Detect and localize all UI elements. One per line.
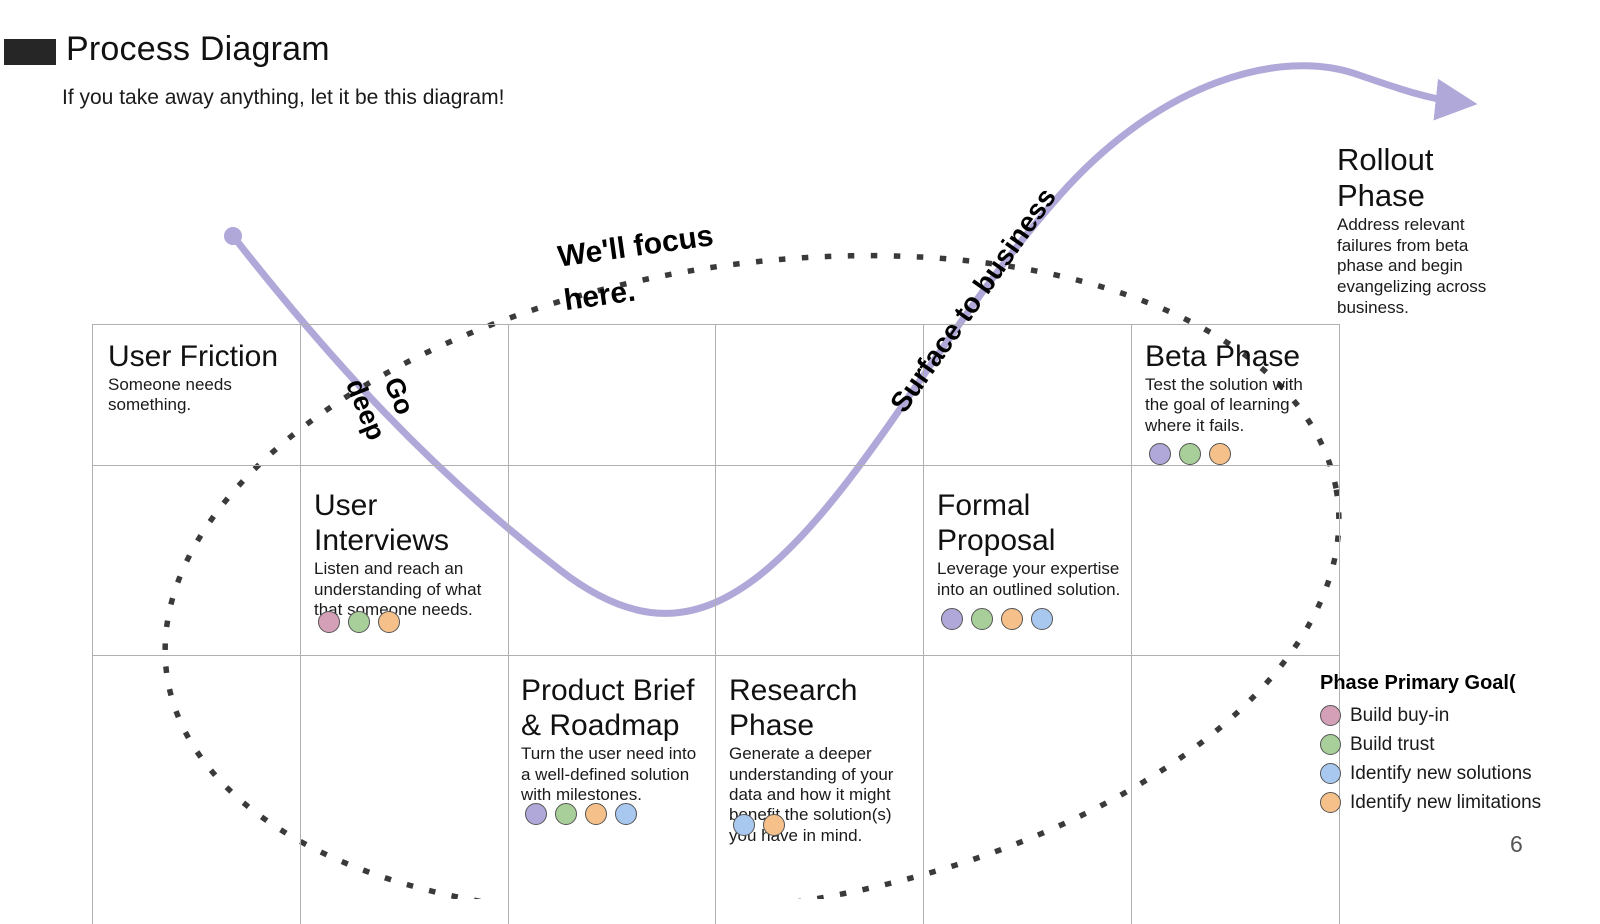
goal-dot-purple	[525, 803, 547, 825]
goal-dot-new-solutions	[615, 803, 637, 825]
goal-dot-purple	[1149, 443, 1171, 465]
legend-label: Identify new limitations	[1350, 791, 1542, 813]
phase-title: Rollout Phase	[1337, 142, 1434, 213]
legend-label: Identify new solutions	[1350, 762, 1532, 784]
goal-dot-purple	[941, 608, 963, 630]
goal-dot-build-trust	[555, 803, 577, 825]
goal-dot-build-trust	[348, 611, 370, 633]
phase-cell-formal-proposal[interactable]: Formal Proposal Leverage your expertise …	[937, 488, 1122, 630]
legend-phase-primary-goals: Phase Primary Goal( Build buy-in Build t…	[1320, 672, 1600, 817]
goal-dot-new-limitations	[1209, 443, 1231, 465]
goal-dot-build-buyin	[318, 611, 340, 633]
phase-cell-beta-phase[interactable]: Beta Phase Test the solution with the go…	[1145, 339, 1330, 465]
phase-cell-user-interviews[interactable]: User Interviews Listen and reach an unde…	[314, 488, 499, 633]
grid-line-col5	[1131, 324, 1132, 924]
phase-title: Research Phase	[729, 674, 858, 743]
goal-dot-new-limitations	[763, 814, 785, 836]
grid-line-col4	[923, 324, 924, 924]
page-title: Process Diagram	[66, 30, 330, 68]
grid-line-col0	[92, 324, 93, 924]
grid-line-col2	[508, 324, 509, 924]
legend-item-new-limitations[interactable]: Identify new limitations	[1320, 788, 1600, 817]
phase-cell-user-friction[interactable]: User Friction Someone needs something.	[108, 339, 293, 416]
goal-dots	[941, 608, 1053, 630]
legend-item-build-trust[interactable]: Build trust	[1320, 730, 1600, 759]
grid-line-col3	[715, 324, 716, 924]
grid-line-col6	[1339, 324, 1340, 924]
page-number: 6	[1510, 831, 1523, 857]
goal-dot-new-limitations	[585, 803, 607, 825]
goal-dots	[733, 814, 785, 836]
grid-line-col1	[300, 324, 301, 924]
phase-cell-rollout-phase[interactable]: Rollout Phase Address relevant failures …	[1337, 142, 1517, 319]
process-diagram-canvas: User Friction Someone needs something. U…	[92, 62, 1600, 924]
legend-swatch-new-solutions	[1320, 763, 1341, 784]
goal-dot-build-trust	[1179, 443, 1201, 465]
legend-item-build-buyin[interactable]: Build buy-in	[1320, 701, 1600, 730]
legend-label: Build trust	[1350, 733, 1435, 755]
phase-description: Leverage your expertise into an outlined…	[937, 559, 1121, 599]
grid-line-top	[92, 324, 1340, 325]
goal-dot-new-solutions	[733, 814, 755, 836]
phase-description: Test the solution with the goal of learn…	[1145, 375, 1303, 435]
phase-description: Address relevant failures from beta phas…	[1337, 214, 1487, 317]
annotation-well-focus-here: We'll focus here.	[555, 219, 716, 317]
phase-grid	[92, 324, 1340, 924]
legend-item-new-solutions[interactable]: Identify new solutions	[1320, 759, 1600, 788]
phase-cell-product-brief-roadmap[interactable]: Product Brief & Roadmap Turn the user ne…	[521, 673, 706, 825]
goal-dot-new-limitations	[378, 611, 400, 633]
goal-dots	[318, 611, 400, 633]
phase-title: User Friction	[108, 340, 279, 373]
grid-line-row2	[92, 655, 1340, 656]
phase-title: User Interviews	[314, 489, 450, 558]
goal-dots	[525, 803, 637, 825]
legend-swatch-build-trust	[1320, 734, 1341, 755]
phase-cell-research-phase[interactable]: Research Phase Generate a deeper underst…	[729, 673, 912, 846]
goal-dot-new-solutions	[1031, 608, 1053, 630]
phase-description: Someone needs something.	[108, 375, 232, 415]
legend-swatch-build-buyin	[1320, 705, 1341, 726]
title-bullet-marker	[4, 39, 56, 65]
phase-description: Listen and reach an understanding of wha…	[314, 559, 482, 619]
legend-swatch-new-limitations	[1320, 792, 1341, 813]
legend-label: Build buy-in	[1350, 704, 1450, 726]
phase-title: Product Brief & Roadmap	[521, 674, 695, 743]
legend-title: Phase Primary Goal(	[1320, 672, 1516, 694]
goal-dot-build-trust	[971, 608, 993, 630]
grid-line-row1	[92, 465, 1340, 466]
phase-description: Generate a deeper understanding of your …	[729, 744, 894, 845]
goal-dot-new-limitations	[1001, 608, 1023, 630]
phase-title: Beta Phase	[1145, 340, 1301, 373]
phase-title: Formal Proposal	[937, 489, 1056, 558]
goal-dots	[1149, 443, 1231, 465]
phase-description: Turn the user need into a well-defined s…	[521, 744, 697, 804]
